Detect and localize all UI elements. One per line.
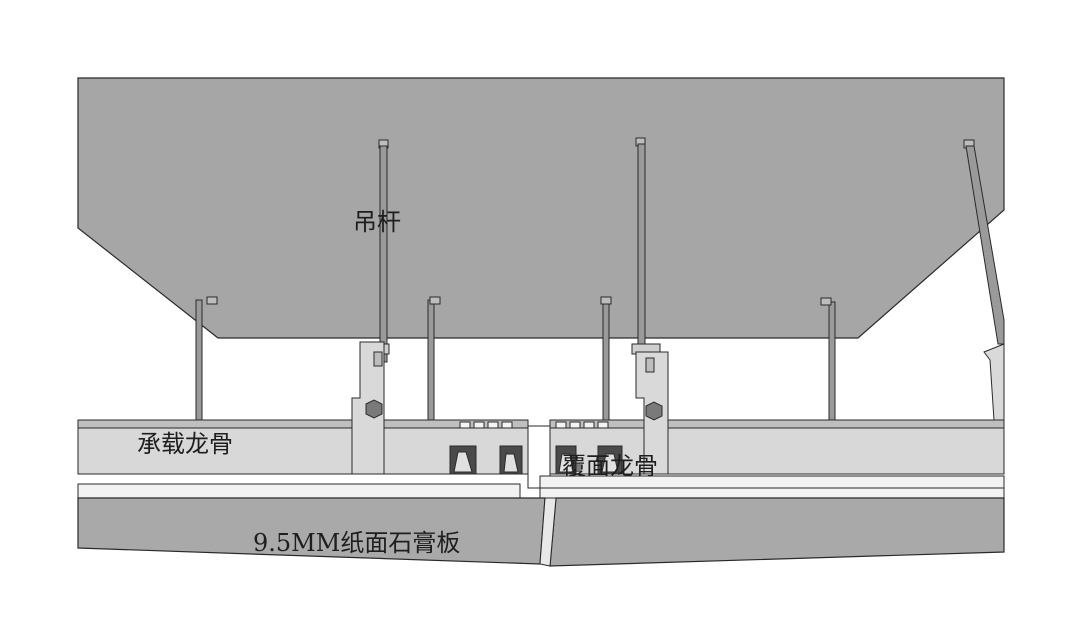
- hanger-rod-1: [351, 139, 390, 475]
- gypsum-board-right: [549, 497, 1005, 567]
- hanger-rod-3: [963, 139, 1005, 421]
- hanger-bracket-3: [983, 343, 1005, 421]
- runner-clips: [459, 421, 609, 429]
- board-joint: [539, 497, 557, 567]
- label-cover-runner: 覆面龙骨: [562, 452, 658, 480]
- cover-runner: [77, 475, 1005, 499]
- label-main-runner: 承载龙骨: [137, 430, 233, 458]
- cover-runner-connectors: [449, 445, 623, 475]
- label-gypsum-board: 9.5MM纸面石膏板: [253, 529, 460, 557]
- main-runner-right-top: [549, 419, 1005, 429]
- hanger-rod-2: [631, 137, 669, 475]
- label-hanger-rod: 吊杆: [353, 208, 401, 236]
- hanger-rods-back: [195, 296, 836, 427]
- ceiling-slab: [77, 77, 1005, 339]
